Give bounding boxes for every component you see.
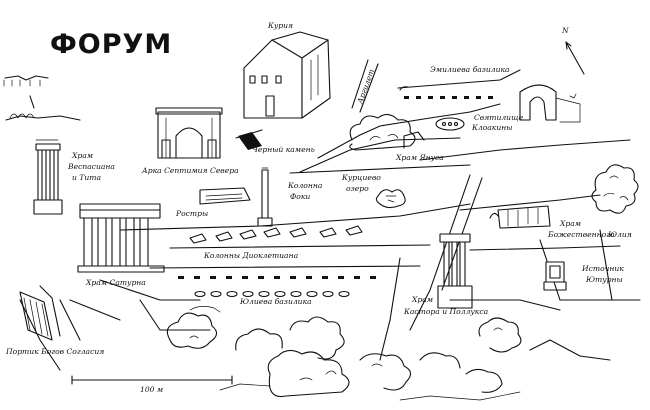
juturna-label-1: Источник	[581, 264, 624, 273]
severus-arch-label: Арка Септимия Севера	[141, 166, 239, 175]
rostra	[199, 187, 251, 205]
janus-label: Храм Януса	[395, 153, 444, 162]
map-title: ФОРУМ	[50, 29, 172, 60]
basilica-aemilia-ruins	[397, 69, 581, 123]
divine-julius-label-3: Юлия	[607, 230, 632, 239]
right-trees	[591, 164, 639, 214]
castor-label-2: Кастора и Поллукса	[403, 307, 489, 316]
north-label: N	[561, 26, 569, 35]
diocletian-column-bases	[189, 225, 363, 244]
arch-severus	[155, 107, 223, 159]
castor-label-1: Храм	[411, 295, 433, 304]
temple-divine-julius	[489, 205, 551, 229]
portico-label: Портик Богов Согласия	[5, 347, 104, 356]
portico-consentes	[19, 285, 61, 341]
basilica-julia-grid	[178, 276, 376, 313]
aemilia-label: Эмилиева базилика	[430, 65, 510, 74]
divine-julius-label-1: Храм	[559, 219, 581, 228]
curia-label: Курия	[267, 21, 293, 30]
juturna-spring	[543, 261, 567, 291]
black-stone-label: Черный камень	[252, 145, 315, 154]
saturn-label: Храм Сатурна	[85, 278, 146, 287]
janus-trees	[349, 113, 425, 151]
cloaca-label-1: Святилище	[474, 113, 524, 122]
lower-trees	[166, 312, 611, 401]
road-network	[19, 59, 641, 371]
cloaca-label-2: Клоакины	[471, 123, 512, 132]
temple-vespasian-columns	[33, 139, 63, 215]
lacus-label-1: Курциево	[341, 173, 381, 182]
vespasian-label-1: Храм	[71, 151, 93, 160]
juturna-label-2: Ютурны	[585, 275, 623, 284]
vespasian-label-2: Веспасиана	[67, 162, 115, 171]
cloaca-shrine	[435, 117, 465, 131]
lacus-curtius	[375, 189, 406, 209]
diocletian-label: Колонны Диоклетиана	[203, 251, 299, 260]
curia-building	[243, 31, 331, 119]
julia-label: Юлиева базилика	[239, 297, 312, 306]
lacus-label-2: озеро	[346, 184, 369, 193]
phocas-label-2: Фоки	[290, 192, 310, 201]
black-stone	[235, 129, 263, 150]
temple-castor-pollux	[437, 233, 473, 309]
divine-julius-label-2: Божественного	[547, 230, 615, 239]
rostra-label: Ростры	[175, 209, 208, 218]
scale-bar	[71, 375, 233, 385]
column-phocas	[257, 167, 273, 227]
north-arrow-icon	[565, 41, 585, 75]
scale-label: 100 м	[140, 385, 163, 394]
vespasian-label-3: и Тита	[72, 173, 101, 182]
capitol-hill-sketch	[3, 75, 81, 121]
phocas-label-1: Колонна	[287, 181, 323, 190]
argiletum-label: Аргилет	[355, 68, 376, 106]
temple-saturn	[77, 203, 165, 273]
